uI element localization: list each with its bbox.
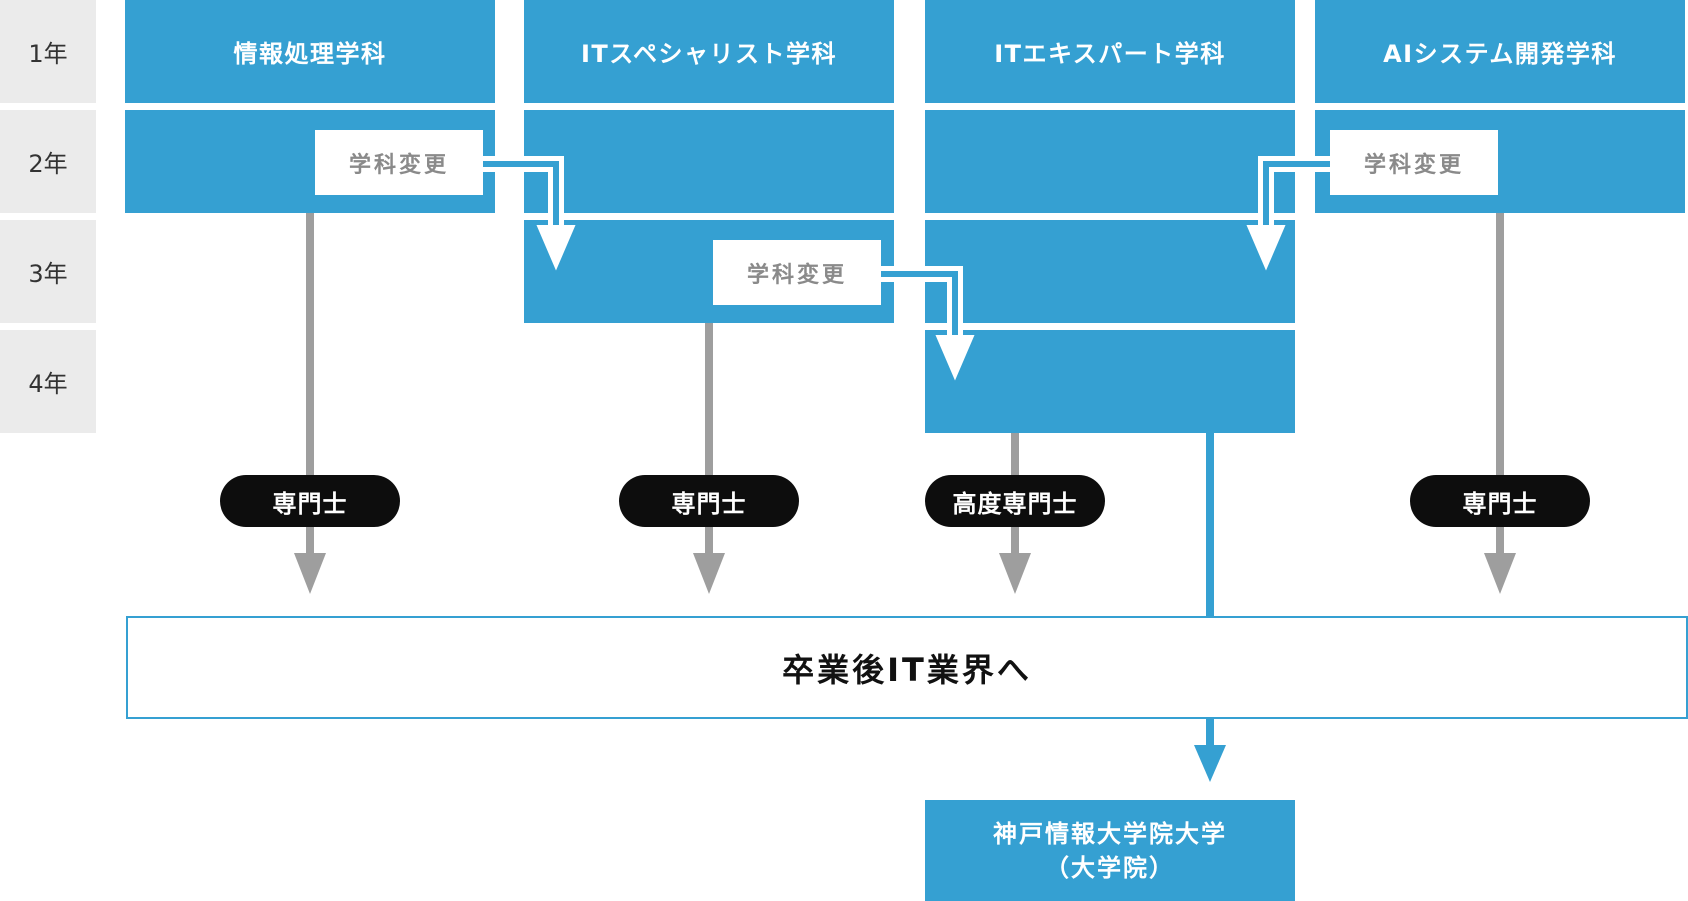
change-label-ai: 学科変更	[1330, 130, 1498, 195]
degree-pill-expert: 高度専門士	[925, 475, 1105, 527]
graduate-school-type: （大学院）	[1045, 853, 1175, 882]
year-label-2: 2年	[0, 110, 96, 213]
dept-joho-header: 情報処理学科	[125, 0, 495, 103]
change-label-joho: 学科変更	[315, 130, 483, 195]
dept-expert-year2	[925, 110, 1295, 213]
year-label-1: 1年	[0, 0, 96, 103]
gray-arrowhead-expert	[999, 553, 1031, 594]
dept-ai-header: AIシステム開発学科	[1315, 0, 1685, 103]
graduate-school-name: 神戸情報大学院大学	[993, 819, 1227, 848]
year-label-3: 3年	[0, 220, 96, 323]
dept-specialist-year2	[524, 110, 894, 213]
dept-expert-year3	[925, 220, 1295, 323]
degree-pill-specialist: 専門士	[619, 475, 799, 527]
blue-line-to-grad	[1206, 717, 1214, 747]
career-box: 卒業後IT業界へ	[126, 616, 1688, 719]
blue-line-to-career	[1206, 433, 1214, 617]
degree-pill-joho: 専門士	[220, 475, 400, 527]
blue-arrowhead-grad	[1194, 745, 1226, 782]
dept-expert-header: ITエキスパート学科	[925, 0, 1295, 103]
gray-arrowhead-specialist	[693, 553, 725, 594]
year-label-4: 4年	[0, 330, 96, 433]
degree-pill-ai: 専門士	[1410, 475, 1590, 527]
dept-expert-year4	[925, 330, 1295, 433]
dept-specialist-header: ITスペシャリスト学科	[524, 0, 894, 103]
graduate-school-box: 神戸情報大学院大学 （大学院）	[925, 800, 1295, 901]
change-label-specialist: 学科変更	[713, 240, 881, 305]
gray-arrowhead-ai	[1484, 553, 1516, 594]
gray-arrowhead-joho	[294, 553, 326, 594]
